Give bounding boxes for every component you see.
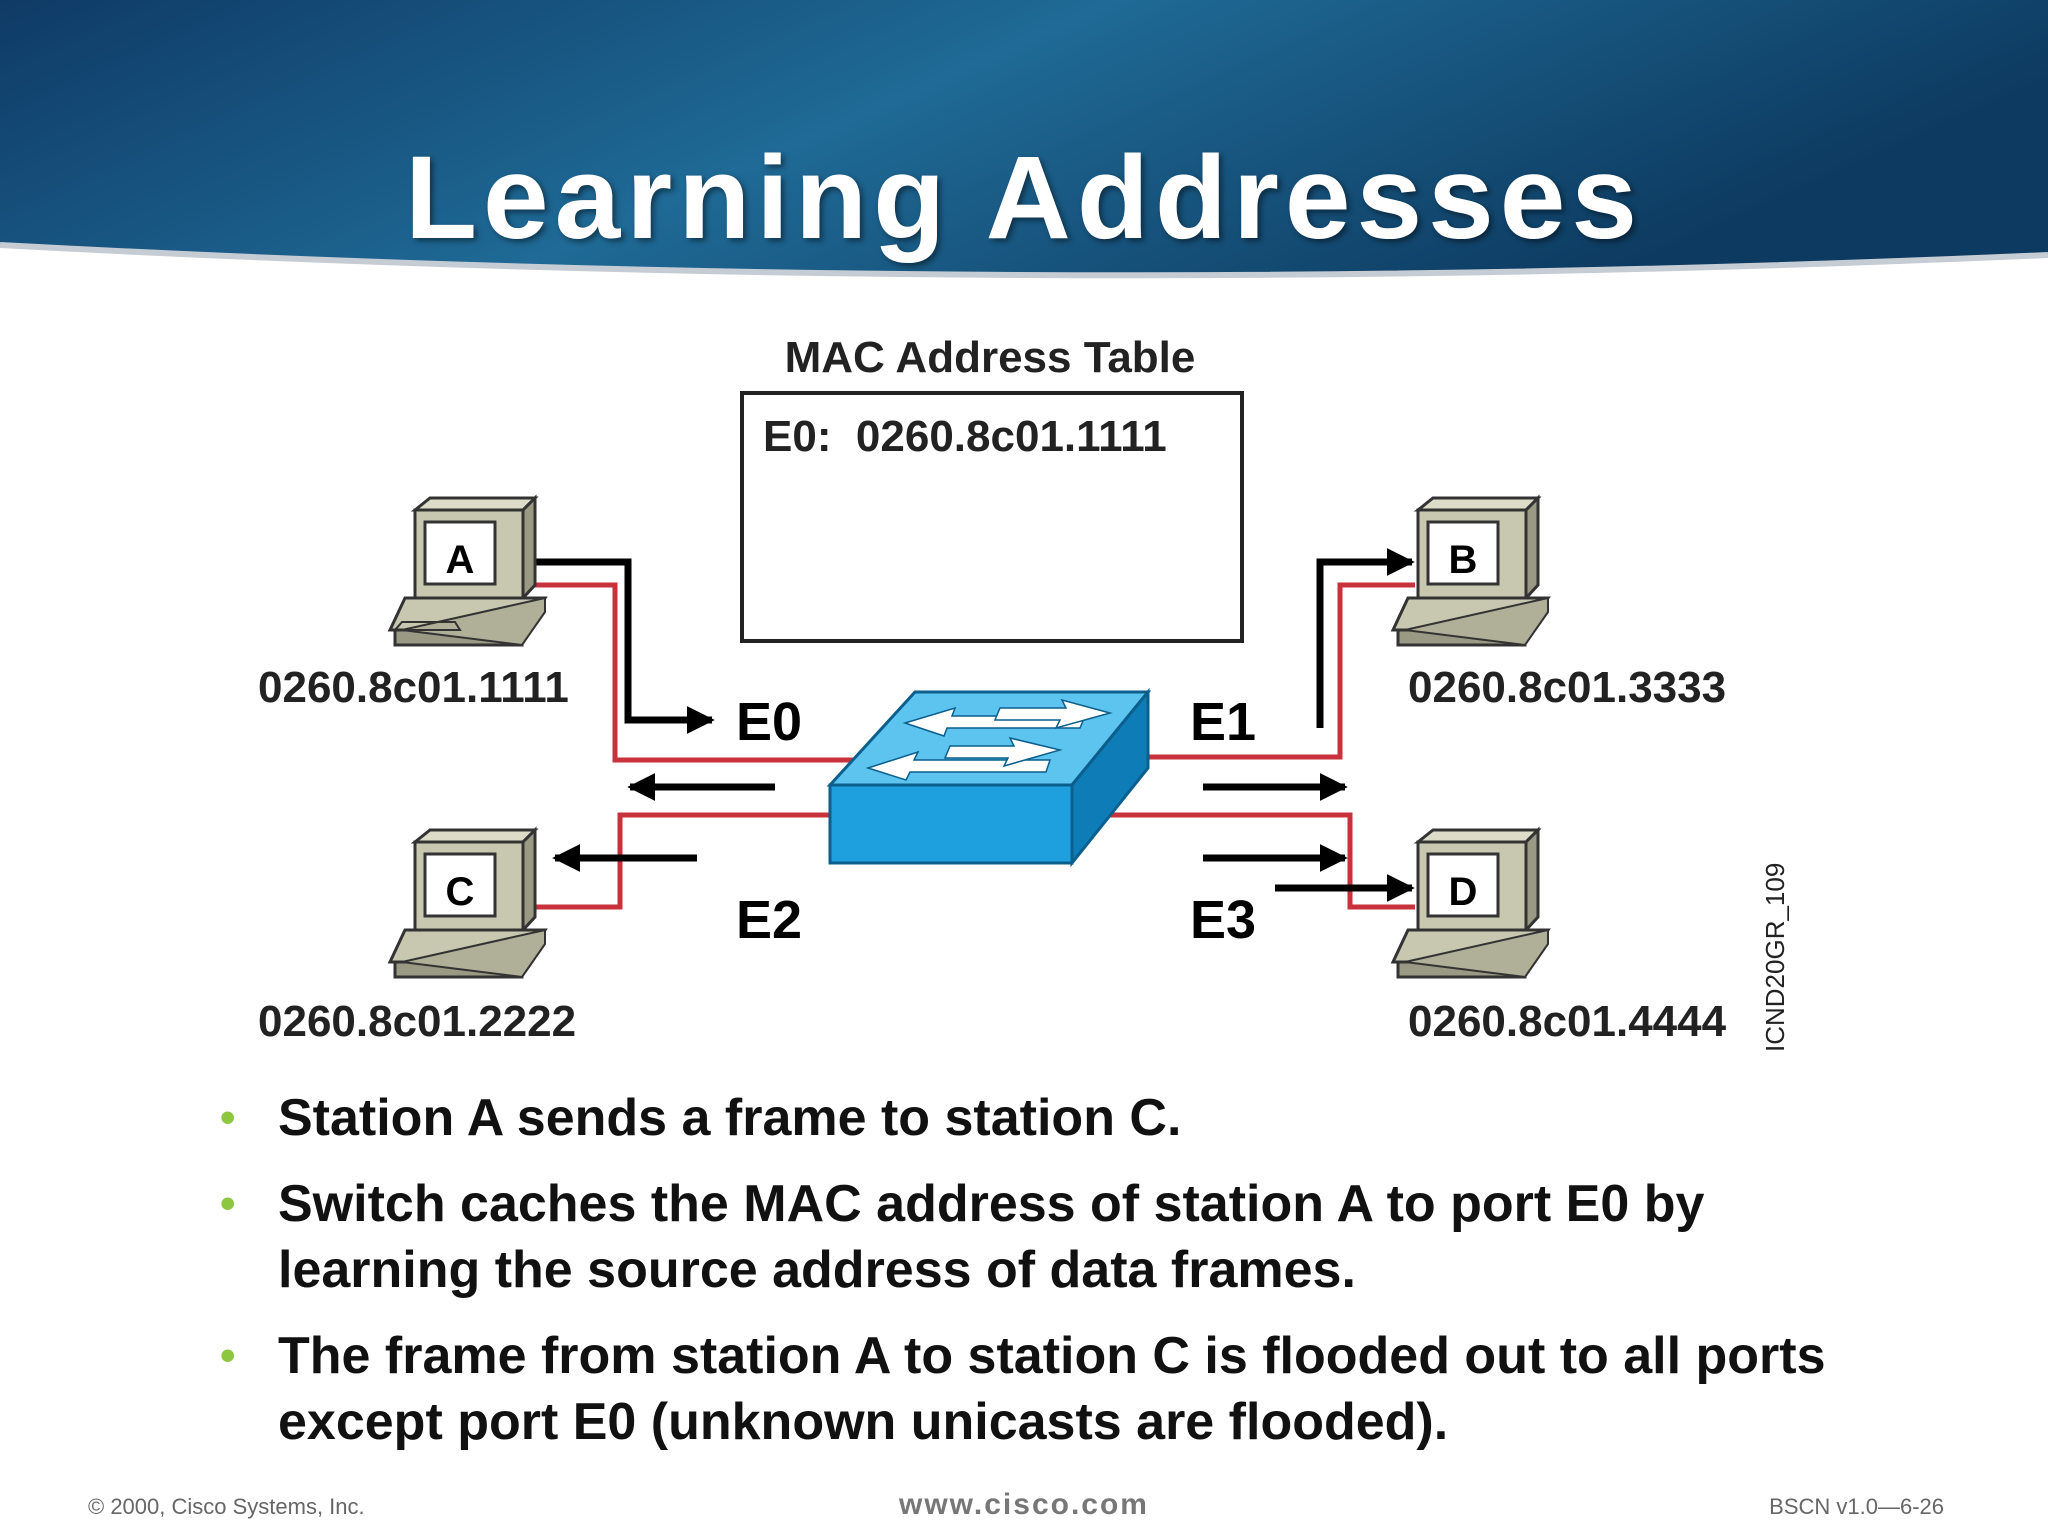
bullet-dot-icon: • <box>220 1179 236 1228</box>
bullet-dot-icon: • <box>220 1093 236 1142</box>
station-d-mac: 0260.8c01.4444 <box>1408 997 1727 1046</box>
port-label-e0: E0 <box>736 692 802 752</box>
link-a-e0 <box>525 582 855 763</box>
station-b-mac: 0260.8c01.3333 <box>1408 663 1726 712</box>
traffic-arrows <box>515 548 1415 902</box>
network-links <box>525 582 1415 910</box>
footer-url[interactable]: www.cisco.com <box>899 1488 1149 1521</box>
switch-icon <box>826 687 1152 868</box>
bullet-text: The frame from station A to station C is… <box>278 1327 1826 1451</box>
header-band <box>0 0 2048 279</box>
station-b-computer-icon: B <box>1390 494 1551 647</box>
network-diagram: MAC Address Table E0: 0260.8c01.1111 <box>258 333 1790 1052</box>
station-b-label: B <box>1449 538 1478 582</box>
footer-copyright: © 2000, Cisco Systems, Inc. <box>88 1494 365 1519</box>
bullet-item: • The frame from station A to station C … <box>220 1323 1900 1455</box>
station-c-mac: 0260.8c01.2222 <box>258 997 576 1046</box>
mac-table-heading: MAC Address Table <box>785 333 1196 382</box>
bullet-dot-icon: • <box>220 1331 236 1380</box>
port-label-e1: E1 <box>1190 692 1256 752</box>
footer-slide-ref: BSCN v1.0—6-26 <box>1769 1494 1944 1519</box>
bullet-list: • Station A sends a frame to station C. … <box>220 1085 1900 1475</box>
figure-id: ICND20GR_109 <box>1760 863 1790 1052</box>
arrow-a-to-switch <box>515 558 715 734</box>
station-c-label: C <box>446 870 475 914</box>
bullet-text: Station A sends a frame to station C. <box>278 1089 1182 1147</box>
bullet-item: • Station A sends a frame to station C. <box>220 1085 1900 1151</box>
station-a-computer-icon: A <box>387 494 548 647</box>
mac-table-box <box>740 391 1244 643</box>
bullet-text: Switch caches the MAC address of station… <box>278 1175 1705 1299</box>
link-e1-b <box>1145 582 1415 760</box>
mac-table-entry: E0: 0260.8c01.1111 <box>763 412 1167 461</box>
port-label-e3: E3 <box>1190 890 1256 950</box>
port-label-e2: E2 <box>736 890 802 950</box>
slide-title: Learning Addresses <box>404 132 1644 264</box>
station-d-computer-icon: D <box>1390 826 1551 979</box>
bullet-item: • Switch caches the MAC address of stati… <box>220 1171 1900 1303</box>
station-c-computer-icon: C <box>387 826 548 979</box>
arrow-flood-b <box>1316 548 1415 728</box>
station-a-mac: 0260.8c01.1111 <box>258 663 569 712</box>
station-d-label: D <box>1449 870 1478 914</box>
link-e3-d <box>1108 812 1415 910</box>
station-a-label: A <box>446 538 475 582</box>
